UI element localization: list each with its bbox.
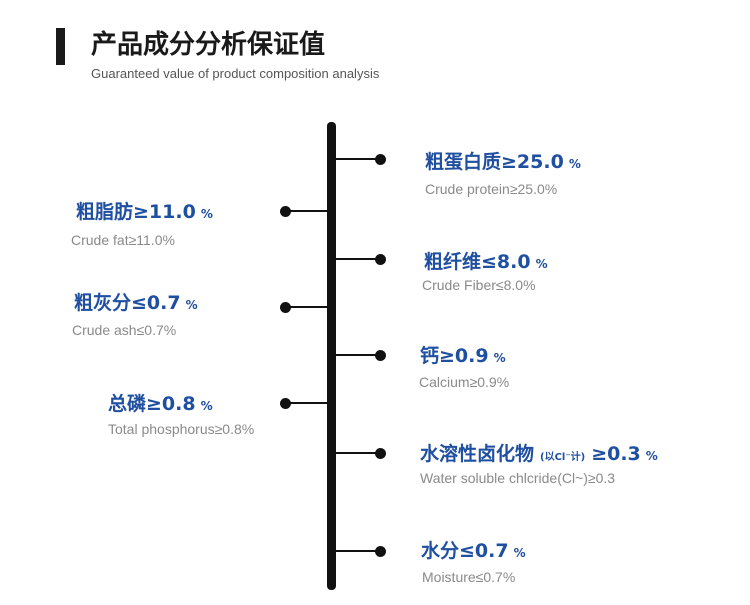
title-accent-bar <box>56 28 65 65</box>
item-ash-sub: Crude ash≤0.7% <box>72 322 177 338</box>
branch-line <box>336 550 380 552</box>
branch-line <box>285 402 327 404</box>
item-calcium-sub: Calcium≥0.9% <box>419 374 510 390</box>
item-fiber-label: 粗纤维≤8.0% <box>424 251 548 273</box>
item-chloride-sub: Water soluble chlcride(Cl~)≥0.3 <box>420 470 616 486</box>
timeline-axis <box>327 122 336 590</box>
item-phosphorus-label: 总磷≥0.8% <box>108 393 213 415</box>
item-chloride-label: 水溶性卤化物(以Cl⁻计)≥0.3% <box>420 443 658 465</box>
branch-line <box>285 210 327 212</box>
item-calcium-label: 钙≥0.9% <box>420 345 506 367</box>
branch-dot <box>375 350 386 361</box>
item-fat-sub: Crude fat≥11.0% <box>71 232 175 248</box>
branch-dot <box>280 206 291 217</box>
branch-dot <box>375 254 386 265</box>
branch-dot <box>375 546 386 557</box>
page-subtitle: Guaranteed value of product composition … <box>91 66 380 81</box>
item-protein-sub: Crude protein≥25.0% <box>425 181 558 197</box>
page-title: 产品成分分析保证值 <box>91 30 326 60</box>
item-moisture-label: 水分≤0.7% <box>421 540 526 562</box>
branch-line <box>336 158 380 160</box>
branch-dot <box>375 448 386 459</box>
item-protein-label: 粗蛋白质≥25.0% <box>425 151 581 173</box>
item-phosphorus-sub: Total phosphorus≥0.8% <box>108 421 255 437</box>
branch-line <box>336 452 380 454</box>
branch-dot <box>280 302 291 313</box>
item-moisture-sub: Moisture≤0.7% <box>422 569 516 585</box>
item-fiber-sub: Crude Fiber≤8.0% <box>422 277 536 293</box>
branch-line <box>285 306 327 308</box>
item-fat-label: 粗脂肪≥11.0% <box>76 201 213 223</box>
branch-dot <box>375 154 386 165</box>
item-ash-label: 粗灰分≤0.7% <box>74 292 198 314</box>
branch-dot <box>280 398 291 409</box>
branch-line <box>336 258 380 260</box>
branch-line <box>336 354 380 356</box>
